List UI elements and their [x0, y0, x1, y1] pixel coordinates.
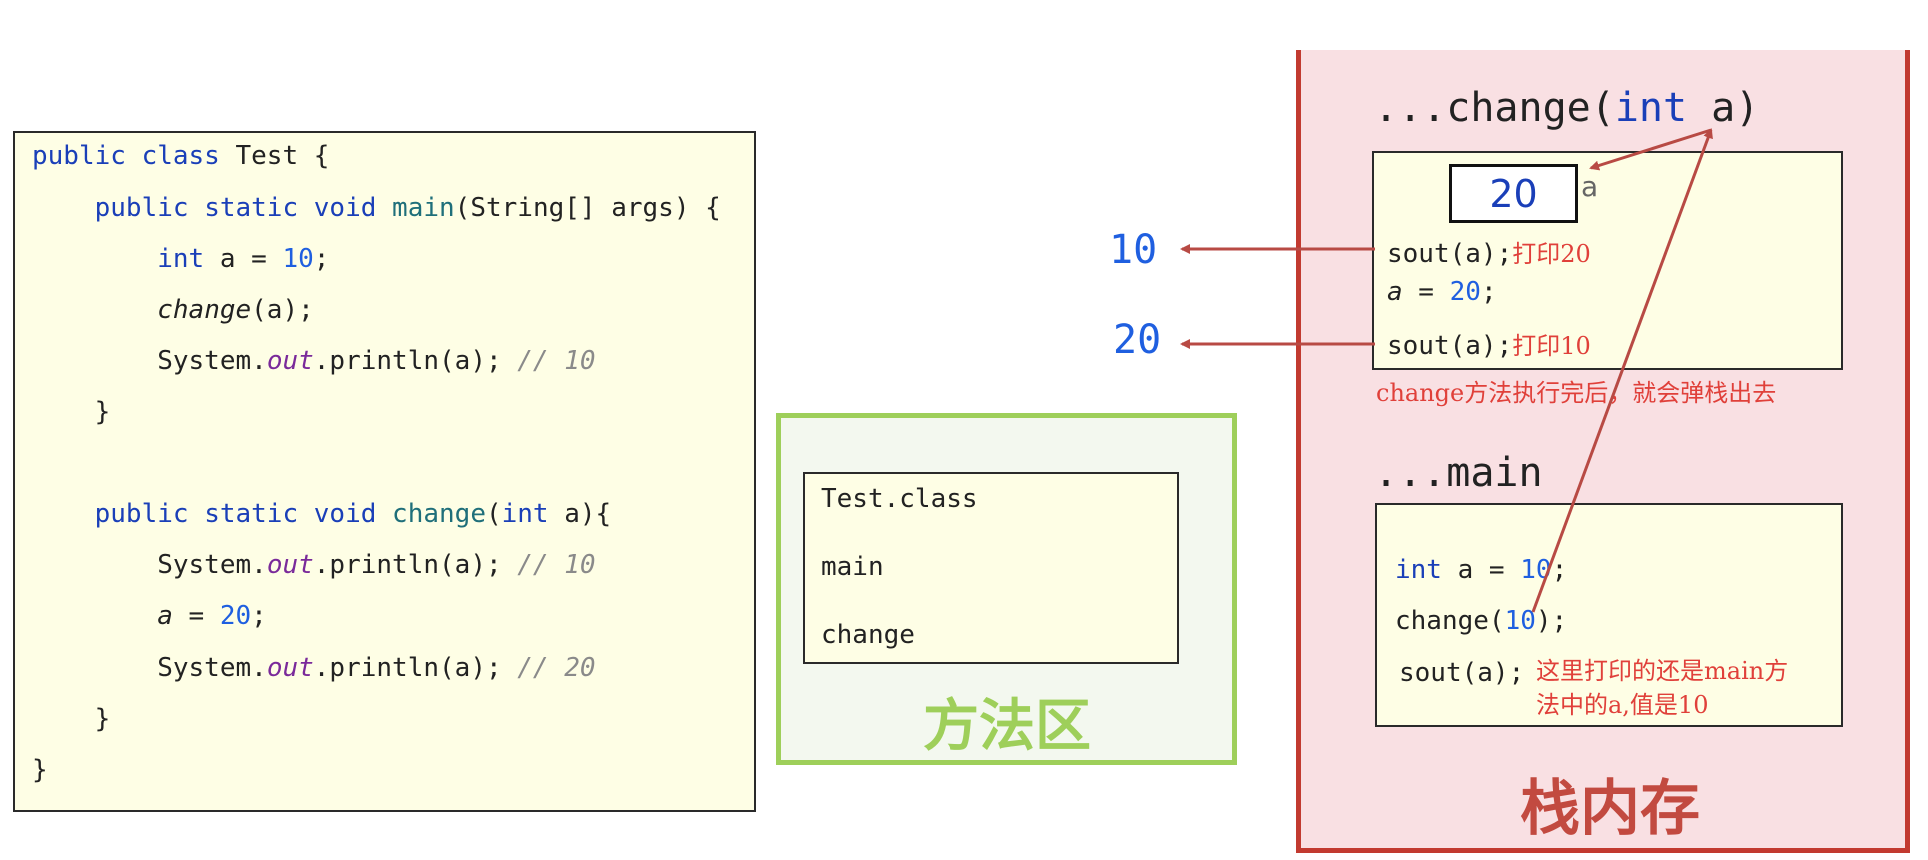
code-line: public static void main(String[] args) {	[32, 192, 721, 224]
code-token: Test {	[219, 141, 330, 171]
code-token: 20	[219, 601, 252, 631]
code-line: int a = 10;	[32, 243, 329, 275]
code-token: a =	[204, 244, 283, 274]
pop-stack-note: change方法执行完后，就会弹栈出去	[1376, 379, 1777, 407]
code-token: }	[32, 704, 111, 734]
stack-memory-label: 栈内存	[1520, 774, 1700, 844]
code-line: System.out.println(a); // 10	[32, 345, 596, 377]
code-token: (a);	[251, 295, 314, 325]
code-token	[32, 295, 157, 325]
code-token: change	[157, 295, 252, 325]
code-token	[32, 601, 157, 631]
code-line: a = 20;	[32, 600, 267, 632]
code-token: // 10	[517, 550, 596, 580]
change-line-sout-1: sout(a);打印20	[1387, 239, 1591, 269]
code-line: }	[32, 754, 48, 786]
code-token: out	[266, 653, 314, 683]
code-token: =	[172, 601, 220, 631]
output-second-value: 20	[1113, 317, 1162, 363]
change-frame-title: ...change(int a)	[1374, 85, 1760, 131]
code-token: ;	[313, 244, 330, 274]
change-var-value-box: 20	[1449, 164, 1578, 223]
code-token: public static void	[94, 499, 377, 529]
code-token: System.	[32, 550, 267, 580]
code-token: int	[157, 244, 205, 274]
code-token: .println(a);	[313, 653, 518, 683]
code-token: (String[] args) {	[454, 193, 721, 223]
code-line: System.out.println(a); // 10	[32, 549, 596, 581]
main-line-int: int a = 10;	[1395, 555, 1568, 585]
code-token: (	[485, 499, 502, 529]
code-token: .println(a);	[313, 346, 518, 376]
code-token: // 20	[517, 653, 596, 683]
code-token: out	[266, 346, 314, 376]
code-line: public static void change(int a){	[32, 498, 612, 530]
output-first-value: 10	[1109, 227, 1158, 273]
code-panel: public class Test { public static void m…	[13, 131, 756, 812]
method-item-test-class: Test.class	[821, 484, 978, 514]
change-var-name: a	[1581, 170, 1599, 203]
main-frame-title: ...main	[1374, 450, 1543, 496]
code-token	[32, 499, 95, 529]
code-token: public class	[32, 141, 220, 171]
code-token	[32, 193, 95, 223]
code-token	[376, 499, 392, 529]
code-token: main	[392, 193, 455, 223]
code-token: 10	[282, 244, 314, 274]
change-line-assign: a = 20;	[1387, 277, 1497, 307]
code-line: public class Test {	[32, 140, 329, 172]
code-token: }	[32, 397, 111, 427]
main-line-sout: sout(a);	[1399, 658, 1525, 688]
code-token: .println(a);	[313, 550, 518, 580]
code-token: }	[32, 755, 48, 785]
main-print-note: 这里打印的还是main方法中的a,值是10	[1536, 657, 1789, 719]
code-token	[32, 244, 157, 274]
change-line-sout-2: sout(a);打印10	[1387, 331, 1591, 361]
method-area-class-box	[803, 472, 1179, 664]
code-token: public static void	[94, 193, 377, 223]
code-line: }	[32, 396, 111, 428]
code-token	[376, 193, 392, 223]
code-token: out	[266, 550, 314, 580]
code-token: ;	[251, 601, 267, 631]
code-token: System.	[32, 653, 267, 683]
code-token: a){	[548, 499, 612, 529]
method-area-label: 方法区	[923, 694, 1091, 759]
code-line: change(a);	[32, 294, 314, 326]
code-line: }	[32, 703, 111, 735]
code-token: a	[157, 601, 173, 631]
code-token: int	[501, 499, 549, 529]
code-line: System.out.println(a); // 20	[32, 652, 596, 684]
main-line-change-call: change(10);	[1395, 606, 1568, 636]
method-item-change: change	[821, 620, 915, 650]
method-item-main: main	[821, 552, 884, 582]
code-token: // 10	[517, 346, 596, 376]
code-token: System.	[32, 346, 267, 376]
code-token: change	[392, 499, 486, 529]
